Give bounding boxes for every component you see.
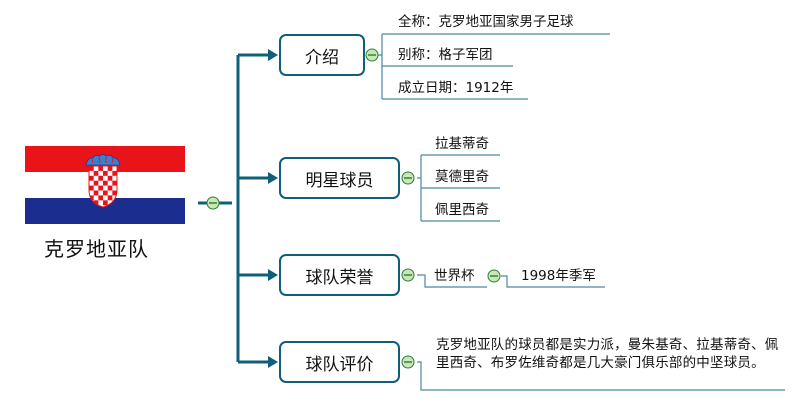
shield-check-square <box>107 185 113 191</box>
branch-label: 明星球员 <box>305 170 374 191</box>
croatia-flag-icon <box>25 146 185 224</box>
shield-check-square <box>103 180 108 186</box>
shield-check-square <box>93 170 99 176</box>
arrow-head-honors <box>268 269 278 281</box>
arrow-head-intro <box>268 49 278 61</box>
shield-check-square <box>112 180 117 186</box>
collapse-toggle-review[interactable] <box>401 355 415 369</box>
shield-check-square <box>89 166 94 171</box>
branch-node-review[interactable]: 球队评价 <box>279 341 400 383</box>
root-topic[interactable]: 克罗地亚队 <box>44 237 149 261</box>
leaf-third-place-1998[interactable]: 1998年季军 <box>521 268 596 284</box>
shield-check-square <box>89 195 94 201</box>
leaf-world-cup[interactable]: 世界杯 <box>434 268 475 284</box>
shield-check-square <box>89 185 94 191</box>
leaf-founded[interactable]: 成立日期：1912年 <box>398 80 514 96</box>
crown-icon <box>85 154 121 166</box>
collapse-toggle-stars[interactable] <box>401 171 415 185</box>
shield-check-square <box>107 175 113 181</box>
shield-check-square <box>103 190 108 196</box>
shield-check-square <box>107 166 113 171</box>
leaf-player-perisic[interactable]: 佩里西奇 <box>435 202 489 218</box>
shield-check-square <box>93 200 99 206</box>
leaf-connector-intro <box>378 33 610 100</box>
shield-check-square <box>103 170 108 176</box>
collapse-toggle-worldcup[interactable] <box>487 269 501 283</box>
leaf-player-modric[interactable]: 莫德里奇 <box>435 169 489 185</box>
collapse-toggle-intro[interactable] <box>365 48 379 62</box>
leaf-nickname[interactable]: 别称：格子军团 <box>398 47 493 63</box>
shield-check-square <box>89 175 94 181</box>
leaf-connector-honors <box>417 274 605 288</box>
branch-label: 球队荣誉 <box>305 267 374 288</box>
shield-check-square <box>98 185 104 191</box>
shield-check-square <box>98 175 104 181</box>
shield-check-square <box>112 170 117 176</box>
shield-check-square <box>112 190 117 196</box>
arrow-head-review <box>268 356 278 368</box>
branch-node-honors[interactable]: 球队荣誉 <box>279 254 400 296</box>
shield-check-square <box>93 190 99 196</box>
leaf-connector-stars <box>417 154 500 222</box>
shield-check-square <box>98 195 104 201</box>
arrow-head-stars <box>268 172 278 184</box>
collapse-toggle-root[interactable] <box>206 196 220 210</box>
shield-check-square <box>103 200 108 206</box>
checkered-shield-icon <box>88 165 118 208</box>
leaf-player-rakitic[interactable]: 拉基蒂奇 <box>435 136 489 152</box>
branch-node-intro[interactable]: 介绍 <box>279 34 365 76</box>
branch-node-stars[interactable]: 明星球员 <box>279 157 400 199</box>
shield-check-square <box>93 180 99 186</box>
leaf-full-name[interactable]: 全称：克罗地亚国家男子足球 <box>398 14 574 30</box>
collapse-toggle-honors[interactable] <box>401 268 415 282</box>
leaf-connector-review <box>417 361 785 391</box>
leaf-team-review[interactable]: 克罗地亚队的球员都是实力派，曼朱基奇、拉基蒂奇、佩里西奇、布罗佐维奇都是几大豪门… <box>436 337 779 371</box>
shield-check-square <box>107 195 113 201</box>
shield-check-square <box>98 166 104 171</box>
branch-label: 球队评价 <box>305 354 374 375</box>
branch-label: 介绍 <box>305 47 339 68</box>
